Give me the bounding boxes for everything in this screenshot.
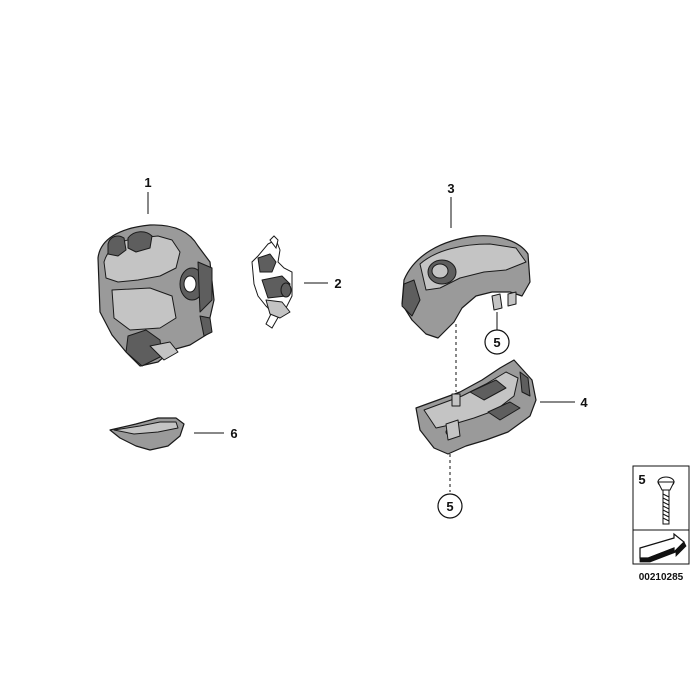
callout-5-lower: 5 [437,493,463,519]
legend-label: 5 [638,472,645,487]
diagram-code: 00210285 [639,572,684,583]
part-2-switch-contact[interactable] [251,235,293,329]
part-4-lower-shell[interactable] [415,359,537,455]
callout-5-lower-label: 5 [446,499,453,514]
screw-icon [657,476,675,525]
callout-6: 6 [230,426,237,441]
callout-1: 1 [144,175,151,190]
callout-3: 3 [447,181,454,196]
part-3-upper-shell[interactable] [401,235,531,339]
arrow-icon [639,532,687,563]
callout-5-upper: 5 [484,329,510,355]
part-1-switch-housing[interactable] [97,224,215,367]
callout-2: 2 [334,276,341,291]
callout-5-upper-label: 5 [493,335,500,350]
callout-4: 4 [580,395,588,410]
legend: 5 00210285 [632,465,690,583]
part-6-pad[interactable] [109,417,185,451]
